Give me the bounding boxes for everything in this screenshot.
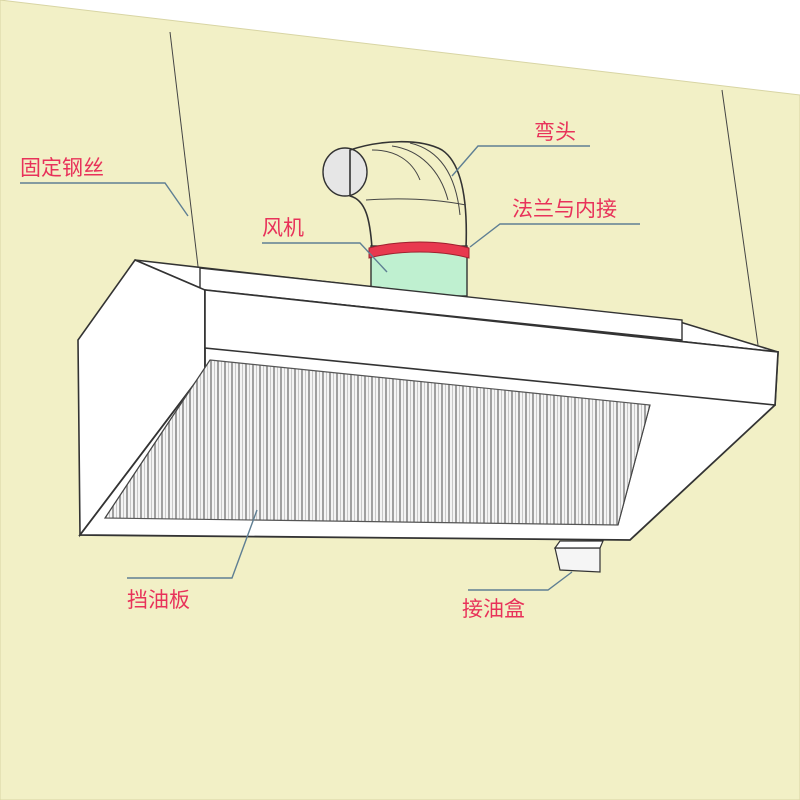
- label-fixed-steel-wire: 固定钢丝: [20, 156, 104, 180]
- label-baffle-plate: 挡油板: [127, 588, 190, 612]
- label-fan: 风机: [262, 216, 304, 240]
- label-flange-and-inner-joint: 法兰与内接: [512, 197, 617, 221]
- label-oil-collection-box: 接油盒: [462, 597, 525, 621]
- oil-collection-box: [555, 541, 603, 572]
- label-elbow: 弯头: [534, 120, 576, 144]
